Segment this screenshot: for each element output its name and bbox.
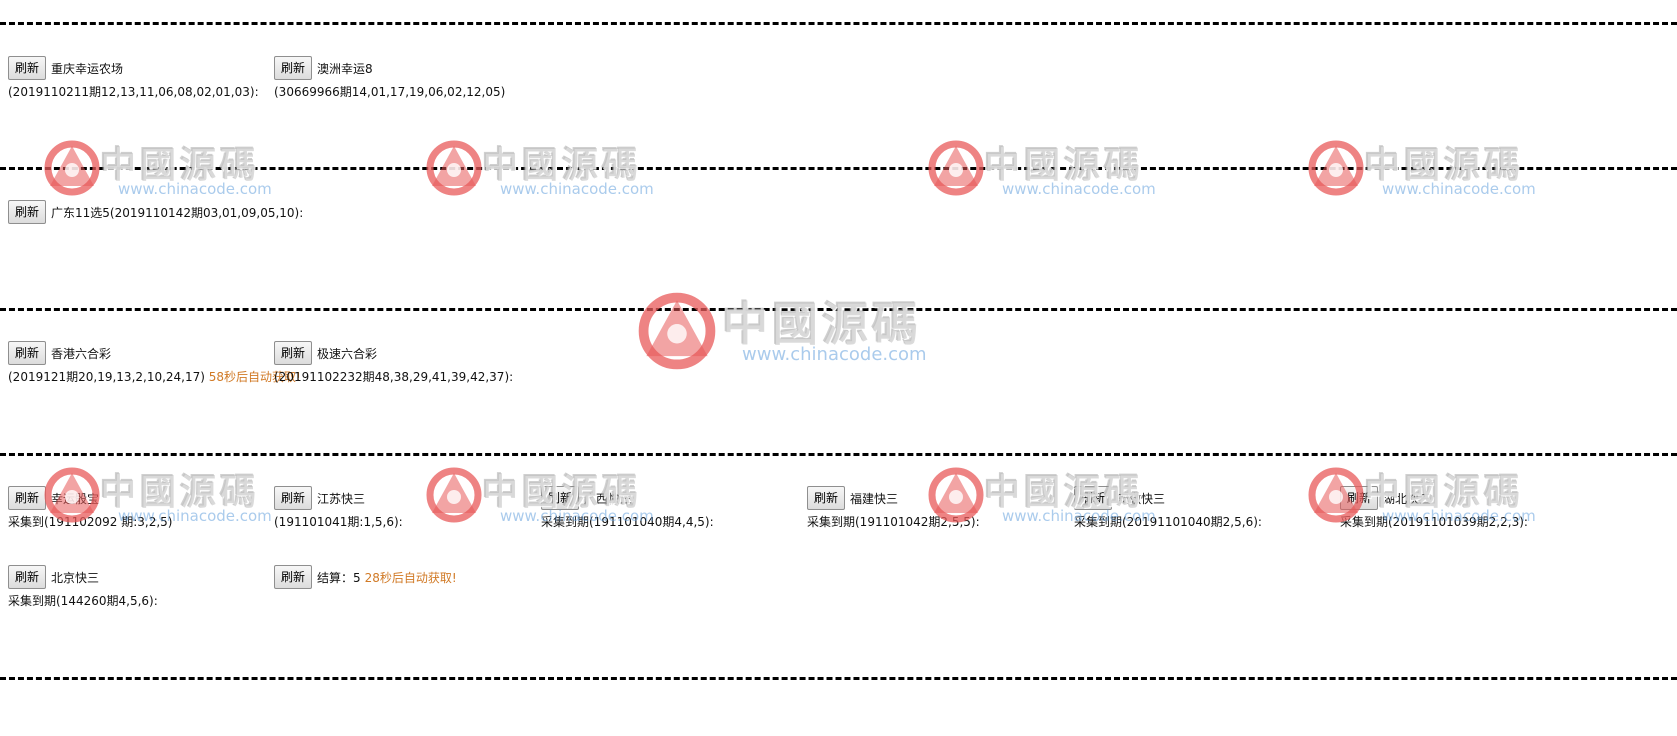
lottery-result: 采集到期(20191101040期2,5,6): [1074, 515, 1262, 529]
lottery-beijing-k3: 刷新 北京快三 采集到期(144260期4,5,6): [8, 565, 158, 609]
countdown-text: 58秒后自动获取! [208, 370, 301, 384]
lottery-lucky-dice: 刷新 幸运骰宝 采集到(191102092 期:3,2,5) [8, 486, 172, 530]
settlement-item: 刷新 结算：5 28秒后自动获取! [274, 565, 457, 589]
lottery-name: 广东11选5(2019110142期03,01,09,05,10): [51, 205, 304, 220]
lottery-name: 幸运骰宝 [51, 491, 100, 506]
lottery-hongkong-mark-six: 刷新 香港六合彩 (2019121期20,19,13,2,10,24,17) 5… [8, 341, 301, 385]
lottery-result: (30669966期14,01,17,19,06,02,12,05) [274, 85, 506, 99]
lottery-result: 采集到期(144260期4,5,6): [8, 594, 158, 608]
refresh-button[interactable]: 刷新 [8, 565, 47, 589]
lottery-name: 香港六合彩 [51, 346, 112, 361]
lottery-name: 澳洲幸运8 [317, 61, 373, 76]
lottery-name: 江苏快三 [317, 491, 366, 506]
watermark-text: 中國源碼 [984, 144, 1145, 186]
refresh-button[interactable]: 刷新 [8, 56, 47, 80]
lottery-result: 采集到期(191101040期4,4,5): [541, 515, 714, 529]
lottery-chongqing-lucky-farm: 刷新 重庆幸运农场 (2019110211期12,13,11,06,08,02,… [8, 56, 259, 100]
divider-3 [0, 308, 1677, 311]
watermark-text: 中國源碼 [1364, 144, 1525, 186]
refresh-button[interactable]: 刷新 [274, 341, 313, 365]
watermark-url: www.chinacode.com [1382, 180, 1536, 198]
refresh-button[interactable]: 刷新 [274, 565, 313, 589]
lottery-result: (191101041期:1,5,6): [274, 515, 403, 529]
lottery-result: 采集到期(191101042期2,5,5): [807, 515, 980, 529]
watermark: 中國源碼 www.chinacode.com [426, 467, 654, 526]
lottery-guangxi-k3: 刷新 广西快三 采集到期(191101040期4,4,5): [541, 486, 714, 530]
watermark-url: www.chinacode.com [742, 344, 927, 365]
lottery-name: 极速六合彩 [317, 346, 378, 361]
settlement-label: 结算：5 [317, 570, 361, 585]
refresh-button[interactable]: 刷新 [8, 341, 47, 365]
lottery-hubei-k3: 刷新 湖北快三 采集到期(20191101039期2,2,3): [1340, 486, 1528, 530]
lottery-australia-lucky-8: 刷新 澳洲幸运8 (30669966期14,01,17,19,06,02,12,… [274, 56, 505, 100]
watermark-text: 中國源碼 [482, 144, 643, 186]
divider-1 [0, 22, 1677, 25]
watermark-url: www.chinacode.com [118, 180, 272, 198]
lottery-name: 北京快三 [51, 570, 100, 585]
chinacode-logo-icon [638, 292, 716, 370]
lottery-result: (2019110211期12,13,11,06,08,02,01,03): [8, 85, 259, 99]
refresh-button[interactable]: 刷新 [807, 486, 846, 510]
watermark-url: www.chinacode.com [1002, 180, 1156, 198]
lottery-result: (20191102232期48,38,29,41,39,42,37): [274, 370, 514, 384]
divider-4 [0, 453, 1677, 456]
lottery-name: 福建快三 [850, 491, 899, 506]
lottery-name: 安徽快三 [1117, 491, 1166, 506]
lottery-fujian-k3: 刷新 福建快三 采集到期(191101042期2,5,5): [807, 486, 980, 530]
lottery-result: 采集到(191102092 期:3,2,5) [8, 515, 173, 529]
watermark-url: www.chinacode.com [500, 180, 654, 198]
lottery-name: 重庆幸运农场 [51, 61, 124, 76]
lottery-name: 湖北快三 [1383, 491, 1432, 506]
lottery-guangdong-11x5: 刷新 广东11选5(2019110142期03,01,09,05,10): [8, 200, 303, 224]
chinacode-logo-icon [426, 467, 482, 523]
refresh-button[interactable]: 刷新 [8, 486, 47, 510]
lottery-result: (2019121期20,19,13,2,10,24,17) [8, 370, 205, 384]
watermark-text: 中國源碼 [722, 297, 922, 351]
lottery-jiangsu-k3: 刷新 江苏快三 (191101041期:1,5,6): [274, 486, 403, 530]
refresh-button[interactable]: 刷新 [1074, 486, 1113, 510]
lottery-name: 广西快三 [584, 491, 633, 506]
lottery-anhui-k3: 刷新 安徽快三 采集到期(20191101040期2,5,6): [1074, 486, 1262, 530]
refresh-button[interactable]: 刷新 [274, 486, 313, 510]
countdown-text: 28秒后自动获取! [364, 570, 457, 585]
lottery-result: 采集到期(20191101039期2,2,3): [1340, 515, 1528, 529]
refresh-button[interactable]: 刷新 [541, 486, 580, 510]
watermark: 中國源碼 www.chinacode.com [638, 292, 927, 373]
refresh-button[interactable]: 刷新 [8, 200, 47, 224]
divider-5 [0, 677, 1677, 680]
refresh-button[interactable]: 刷新 [274, 56, 313, 80]
divider-2 [0, 167, 1677, 170]
lottery-speed-mark-six: 刷新 极速六合彩 (20191102232期48,38,29,41,39,42,… [274, 341, 513, 385]
refresh-button[interactable]: 刷新 [1340, 486, 1379, 510]
watermark-text: 中國源碼 [100, 144, 261, 186]
